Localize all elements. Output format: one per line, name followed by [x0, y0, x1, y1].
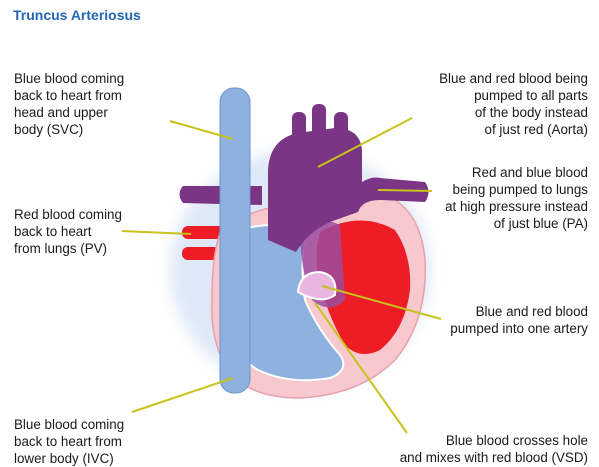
aorta-branches: [292, 104, 348, 140]
label-pv: Red blood coming back to heart from lung…: [14, 206, 122, 257]
label-pa-line-3: at high pressure instead: [445, 198, 588, 215]
label-artery: Blue and red blood pumped into one arter…: [450, 303, 588, 337]
label-aorta-line-1: Blue and red blood being: [439, 70, 588, 87]
label-pv-line-1: Red blood coming: [14, 206, 122, 223]
label-svc-line-2: back to heart from: [14, 87, 124, 104]
label-ivc-line-3: lower body (IVC): [14, 450, 124, 467]
label-pa: Red and blue blood being pumped to lungs…: [445, 164, 588, 232]
label-artery-line-2: pumped into one artery: [450, 320, 588, 337]
label-pa-line-1: Red and blue blood: [445, 164, 588, 181]
label-svc: Blue blood coming back to heart from hea…: [14, 70, 124, 138]
leader-pa: [378, 190, 432, 191]
vena-cava: [220, 88, 250, 393]
label-pa-line-4: of just blue (PA): [445, 215, 588, 232]
label-svc-line-4: body (SVC): [14, 121, 124, 138]
label-aorta: Blue and red blood being pumped to all p…: [439, 70, 588, 138]
label-svc-line-3: head and upper: [14, 104, 124, 121]
label-aorta-line-3: of the body instead: [439, 104, 588, 121]
label-aorta-line-4: of just red (Aorta): [439, 121, 588, 138]
label-ivc-line-1: Blue blood coming: [14, 416, 124, 433]
label-artery-line-1: Blue and red blood: [450, 303, 588, 320]
label-ivc: Blue blood coming back to heart from low…: [14, 416, 124, 467]
leader-ivc: [132, 378, 233, 412]
label-aorta-line-2: pumped to all parts: [439, 87, 588, 104]
label-pa-line-2: being pumped to lungs: [445, 181, 588, 198]
label-pv-line-2: back to heart: [14, 223, 122, 240]
label-pv-line-3: from lungs (PV): [14, 240, 122, 257]
label-ivc-line-2: back to heart from: [14, 433, 124, 450]
label-vsd-line-2: and mixes with red blood (VSD): [400, 449, 588, 466]
label-svc-line-1: Blue blood coming: [14, 70, 124, 87]
label-vsd: Blue blood crosses hole and mixes with r…: [400, 432, 588, 466]
label-vsd-line-1: Blue blood crosses hole: [400, 432, 588, 449]
